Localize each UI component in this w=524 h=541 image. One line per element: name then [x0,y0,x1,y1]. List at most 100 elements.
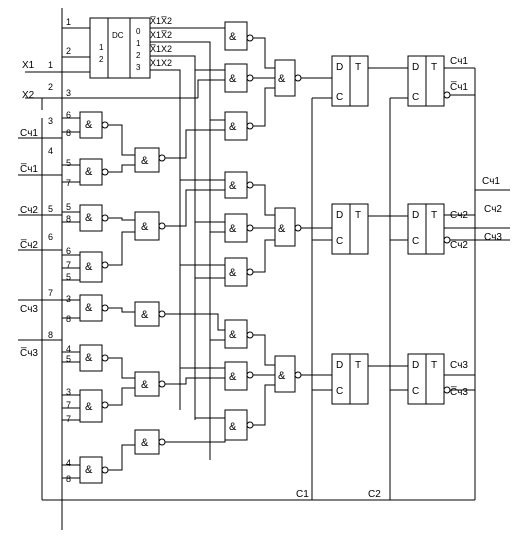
svg-text:7: 7 [66,400,71,410]
pin-number: 3 [66,88,71,98]
input-labels: X1 X2 Cч1 C̅ч1 Cч2 C̅ч2 Cч3 C̅ч3 [20,60,38,359]
input-c1-label: Cч1 [20,128,38,139]
output-q1-label: Cч1 [450,56,468,67]
decoder-body [89,17,151,79]
svg-text:D: D [336,360,343,371]
svg-text:&: & [141,221,149,233]
pin-number: 7 [48,288,53,298]
decoder-output-0: 0 [136,27,141,36]
svg-text:7: 7 [66,414,71,424]
svg-text:D: D [336,210,343,221]
svg-text:&: & [229,371,237,383]
svg-text:3: 3 [66,294,71,304]
decoder-input-1: 1 [99,43,104,52]
pin-number: 6 [48,232,53,242]
and-gate: & [79,294,109,322]
svg-text:C: C [336,236,343,247]
svg-text:T: T [431,62,437,73]
pin-number: 3 [48,116,53,126]
pin-number: 8 [48,330,53,340]
decoder-term-3: X1X2 [150,58,172,68]
and-gate: & [134,147,166,173]
and-gate: & [224,213,254,243]
svg-text:C: C [336,92,343,103]
d-flip-flop: D T C [407,203,451,255]
and-gate: & [79,204,109,232]
and-gate: & [79,158,109,186]
svg-text:&: & [229,329,237,341]
svg-text:T: T [431,210,437,221]
svg-text:8: 8 [66,314,71,324]
svg-text:5: 5 [66,272,71,282]
svg-text:3: 3 [66,387,71,397]
svg-text:&: & [278,223,286,235]
pin-number: 1 [48,60,53,70]
d-flip-flop: D T C [331,55,369,107]
svg-text:5: 5 [66,202,71,212]
input-c1n-label: C̅ч1 [20,163,38,175]
decoder-input-2: 2 [99,55,104,64]
and-gate: & [134,371,166,397]
input-x2-label: X2 [22,90,35,101]
svg-text:&: & [141,437,149,449]
and-gate: & [224,319,254,349]
svg-text:&: & [278,73,286,85]
pin-number: 2 [66,46,71,56]
svg-text:&: & [85,166,93,178]
decoder-block: DC 1 2 0 1 2 3 X̅1X̅2 X1X̅2 X̅1X2 X1X2 [89,16,172,79]
output-labels: Cч1 C̅ч1 Cч2 C̅ч2 Cч3 C̅ч3 Cч1 Cч2 Cч3 [450,56,502,398]
and-gates-level-1: & & & & & & & & [79,111,109,484]
and-gate: & [134,301,166,327]
svg-text:T: T [355,360,361,371]
decoder-output-2: 2 [136,51,141,60]
svg-text:&: & [229,121,237,133]
svg-text:&: & [85,302,93,314]
d-flip-flop: D T C [331,203,369,255]
pin-numbers: 1 2 1 2 3 3 4 5 6 7 8 6 8 5 7 5 8 6 7 5 … [48,17,71,484]
svg-text:&: & [229,421,237,433]
svg-text:D: D [336,62,343,73]
d-flip-flop: D T C [331,353,369,405]
svg-text:4: 4 [66,344,71,354]
and-gate: & [79,389,109,423]
output-q2n-label: C̅ч2 [450,239,468,251]
svg-text:6: 6 [66,246,71,256]
svg-text:D: D [412,62,419,73]
svg-text:T: T [431,360,437,371]
output-q2-label: Cч2 [450,210,468,221]
svg-text:T: T [355,62,361,73]
output-bus-1-label: Cч1 [482,176,500,187]
output-bus-3-label: Cч3 [484,232,502,243]
svg-text:D: D [412,360,419,371]
svg-text:C: C [412,386,419,397]
input-c3-label: Cч3 [20,304,38,315]
clock-c2-label: C2 [368,489,381,500]
decoder-output-3: 3 [136,63,141,72]
svg-text:5: 5 [66,158,71,168]
output-q3n-label: C̅ч3 [450,386,468,398]
and-gate: & [134,429,166,455]
svg-text:&: & [229,180,237,192]
output-q1n-label: C̅ч1 [450,81,468,93]
decoder-symbol: DC [112,31,124,40]
and-gate: & [134,211,166,241]
svg-text:D: D [412,210,419,221]
decoder-term-2: X̅1X2 [150,44,172,54]
svg-text:&: & [229,223,237,235]
svg-text:&: & [141,379,149,391]
svg-text:6: 6 [66,110,71,120]
svg-text:&: & [85,119,93,131]
svg-text:8: 8 [66,214,71,224]
and-gate: & [224,63,254,93]
input-c2-label: Cч2 [20,205,38,216]
and-gate: & [274,59,302,97]
output-q3-label: Cч3 [450,360,468,371]
pin-number: 5 [48,204,53,214]
svg-text:8: 8 [66,474,71,484]
and-gate: & [79,251,109,283]
and-gate: & [224,111,254,141]
and-gate: & [79,111,109,139]
input-c3n-label: C̅ч3 [20,347,38,359]
pin-number: 2 [48,82,53,92]
